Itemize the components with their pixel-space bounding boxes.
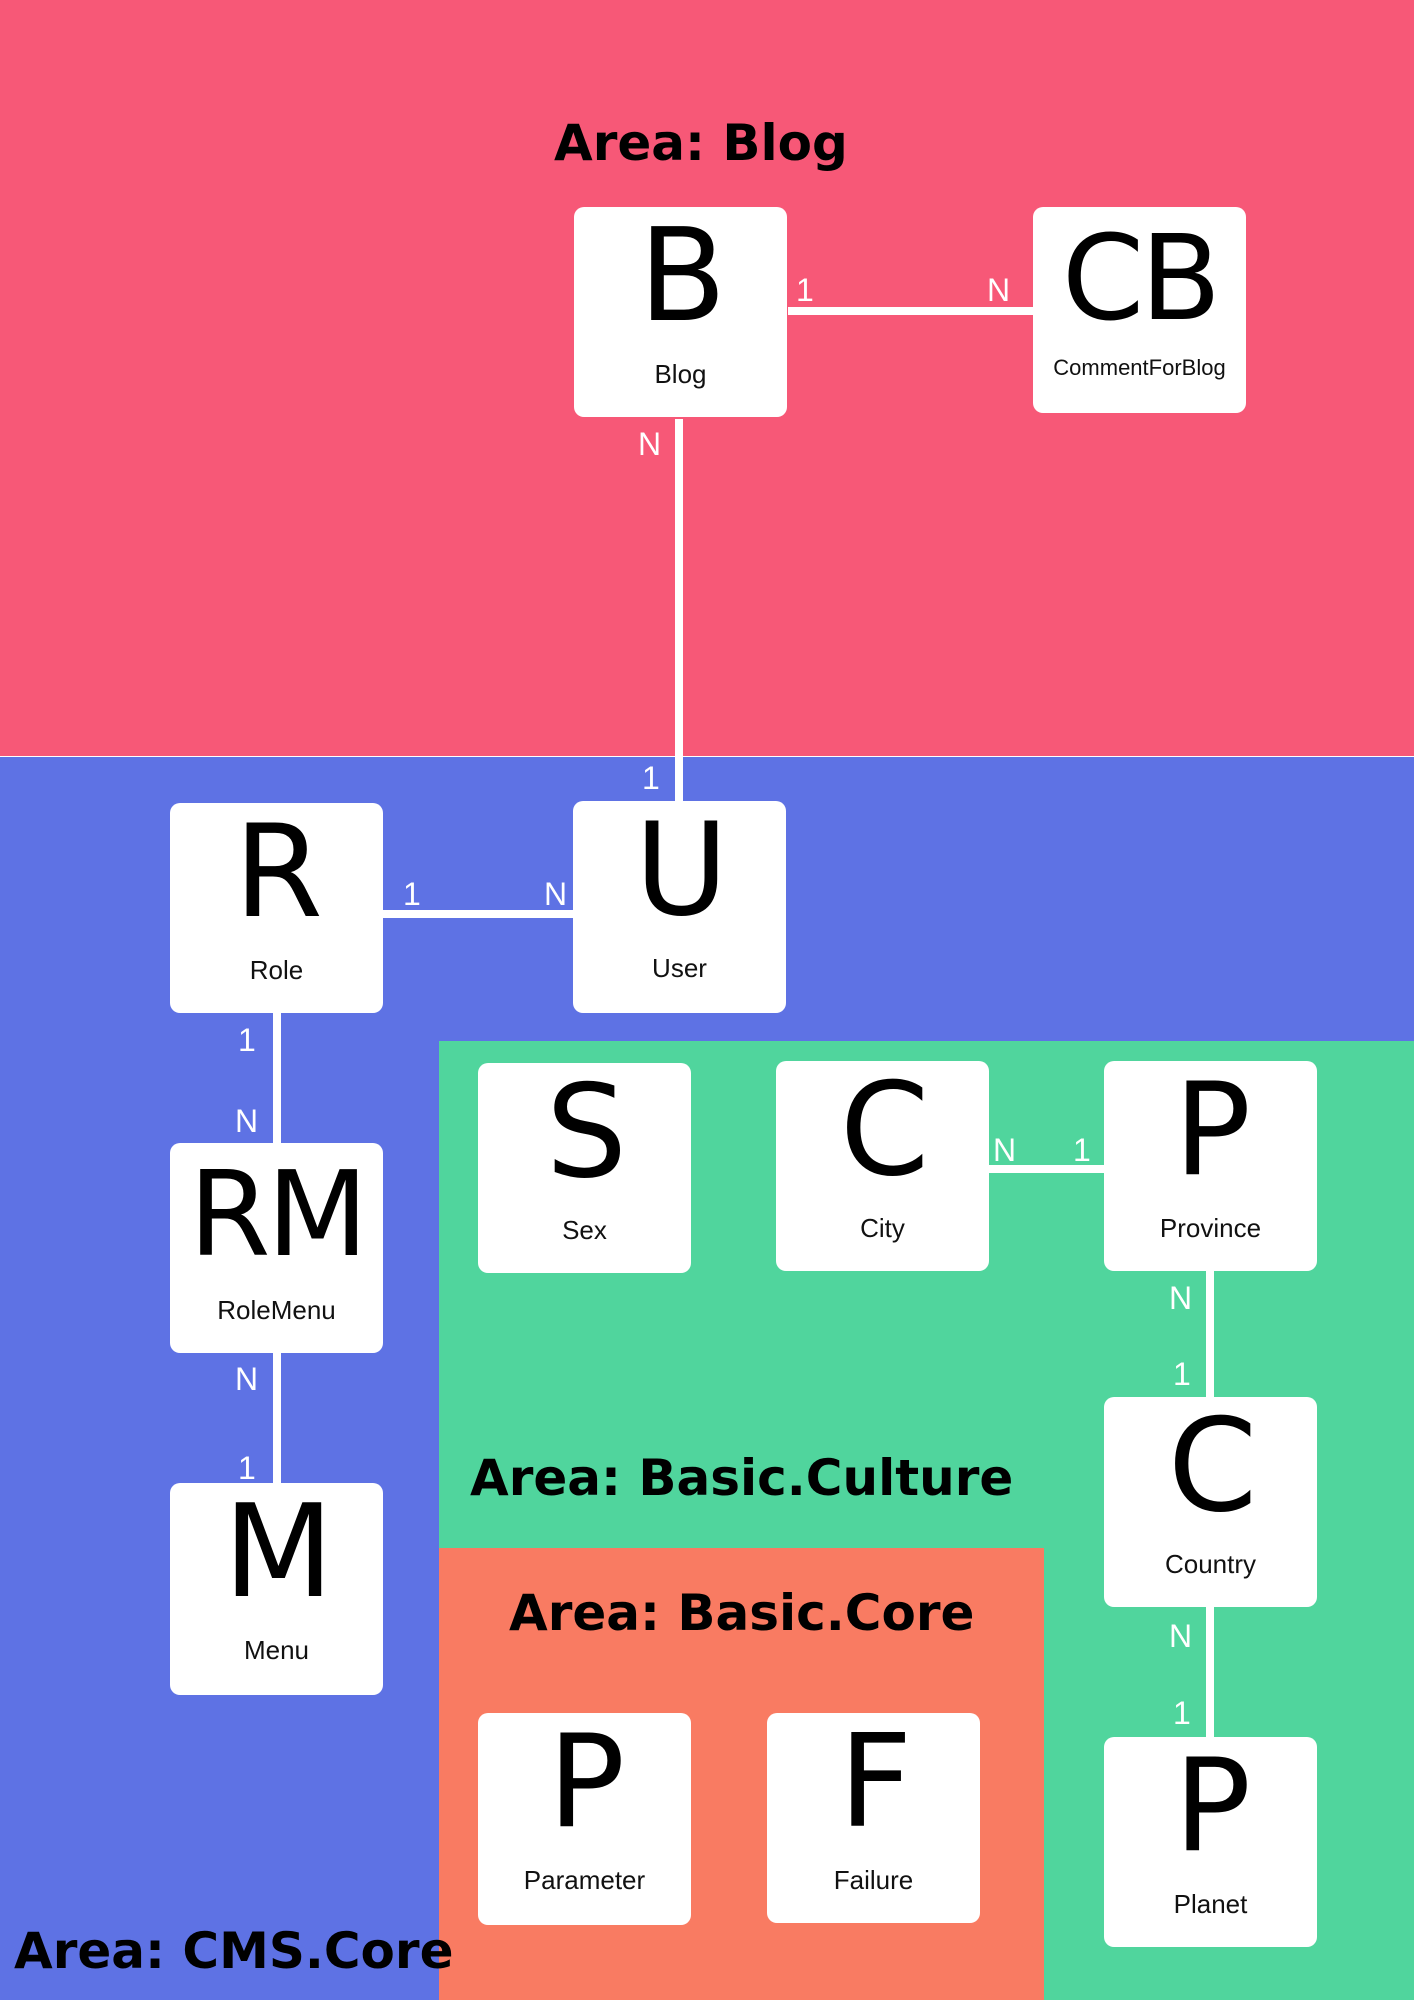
- entity-province-letter: P: [1173, 1056, 1251, 1205]
- entity-country[interactable]: C Country: [1104, 1397, 1317, 1607]
- entity-sex-letter: S: [545, 1058, 627, 1207]
- entity-role-menu[interactable]: RM RoleMenu: [170, 1143, 383, 1353]
- area-blog-title: Area: Blog: [554, 114, 848, 172]
- connector-role-rolemenu: [273, 1013, 281, 1143]
- card-role-user-1: 1: [403, 876, 421, 912]
- entity-role[interactable]: R Role: [170, 803, 383, 1013]
- area-cms-core-title: Area: CMS.Core: [14, 1922, 454, 1980]
- entity-city-letter: C: [839, 1056, 929, 1205]
- entity-sex[interactable]: S Sex: [478, 1063, 691, 1273]
- card-province-country-n: N: [1169, 1280, 1193, 1316]
- card-blog-comment-1: 1: [796, 272, 814, 308]
- connector-blog-comment: [788, 307, 1033, 315]
- entity-province-label: Province: [1159, 1213, 1262, 1243]
- area-basic-culture-title: Area: Basic.Culture: [470, 1449, 1014, 1507]
- card-province-country-1: 1: [1173, 1356, 1191, 1392]
- connector-blog-user: [675, 419, 683, 801]
- connector-city-province: [989, 1165, 1104, 1173]
- area-basic-core-title: Area: Basic.Core: [509, 1584, 975, 1642]
- connector-country-planet: [1206, 1606, 1214, 1738]
- entity-menu-label: Menu: [243, 1635, 310, 1665]
- card-role-user-n: N: [544, 876, 568, 912]
- entity-sex-label: Sex: [562, 1215, 607, 1245]
- entity-role-letter: R: [234, 798, 323, 947]
- entity-country-letter: C: [1167, 1392, 1257, 1541]
- entity-comment-for-blog[interactable]: CB CommentForBlog: [1033, 207, 1246, 413]
- entity-user-label: User: [652, 953, 707, 983]
- card-city-province-1: 1: [1073, 1132, 1091, 1168]
- entity-parameter[interactable]: P Parameter: [478, 1713, 691, 1925]
- entity-planet[interactable]: P Planet: [1104, 1737, 1317, 1947]
- entity-parameter-label: Parameter: [523, 1865, 646, 1895]
- card-country-planet-n: N: [1169, 1618, 1193, 1654]
- connector-province-country: [1206, 1270, 1214, 1398]
- entity-menu[interactable]: M Menu: [170, 1483, 383, 1695]
- connector-role-user: [383, 910, 573, 918]
- entity-country-label: Country: [1164, 1549, 1257, 1579]
- entity-planet-letter: P: [1173, 1732, 1251, 1881]
- card-blog-user-1: 1: [642, 760, 660, 796]
- entity-role-menu-letter: RM: [188, 1145, 369, 1283]
- entity-blog-letter: B: [638, 202, 727, 351]
- card-city-province-n: N: [993, 1132, 1017, 1168]
- entity-role-label: Role: [249, 955, 304, 985]
- card-role-rolemenu-1: 1: [238, 1022, 256, 1058]
- entity-blog[interactable]: B Blog: [574, 207, 787, 417]
- entity-failure-letter: F: [838, 1708, 913, 1857]
- entity-user[interactable]: U User: [573, 801, 786, 1013]
- entity-parameter-letter: P: [547, 1708, 625, 1857]
- entity-city[interactable]: C City: [776, 1061, 989, 1271]
- entity-city-label: City: [860, 1213, 905, 1243]
- card-role-rolemenu-n: N: [235, 1103, 259, 1139]
- entity-user-letter: U: [634, 796, 729, 945]
- card-country-planet-1: 1: [1173, 1695, 1191, 1731]
- entity-comment-for-blog-label: CommentForBlog: [1053, 355, 1226, 380]
- card-rolemenu-menu-n: N: [235, 1361, 259, 1397]
- entity-blog-label: Blog: [654, 359, 707, 389]
- entity-failure[interactable]: F Failure: [767, 1713, 980, 1923]
- entity-province[interactable]: P Province: [1104, 1061, 1317, 1271]
- entity-planet-label: Planet: [1173, 1889, 1248, 1919]
- card-blog-user-n: N: [638, 426, 662, 462]
- entity-comment-for-blog-letter: CB: [1061, 209, 1221, 347]
- connector-rolemenu-menu: [273, 1350, 281, 1485]
- card-rolemenu-menu-1: 1: [238, 1450, 256, 1486]
- entity-menu-letter: M: [223, 1478, 333, 1627]
- card-blog-comment-n: N: [987, 272, 1011, 308]
- entity-failure-label: Failure: [833, 1865, 914, 1895]
- entity-role-menu-label: RoleMenu: [217, 1295, 336, 1325]
